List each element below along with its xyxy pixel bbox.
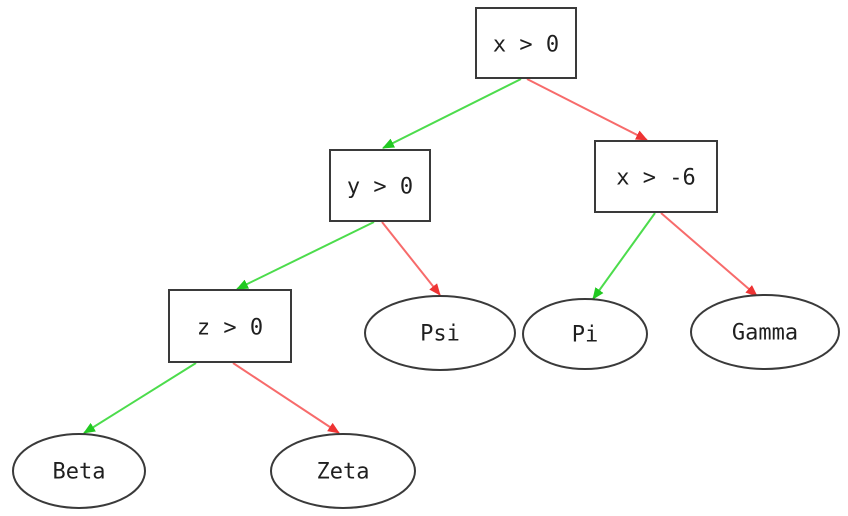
edge-layer xyxy=(83,78,758,434)
node-label: Gamma xyxy=(732,321,798,346)
decision-node-x-gt-neg6: x > -6 xyxy=(594,140,718,213)
leaf-node-pi: Pi xyxy=(522,298,648,370)
node-box xyxy=(475,7,577,79)
node-box xyxy=(594,140,718,213)
leaf-node-psi: Psi xyxy=(364,295,516,371)
edge-y0-to-z0-true xyxy=(236,221,375,290)
node-label: x > 0 xyxy=(493,33,559,58)
edge-root-to-xm6-false xyxy=(526,78,648,141)
node-ellipse xyxy=(690,294,840,370)
node-label: z > 0 xyxy=(197,316,263,341)
node-label: Pi xyxy=(572,323,599,348)
node-label: x > -6 xyxy=(616,166,695,191)
leaf-node-gamma: Gamma xyxy=(690,294,840,370)
edge-z0-to-beta-true xyxy=(83,362,197,434)
node-ellipse xyxy=(364,295,516,371)
decision-node-x-gt-0: x > 0 xyxy=(475,7,577,79)
decision-node-y-gt-0: y > 0 xyxy=(329,149,431,222)
node-box xyxy=(168,289,292,363)
leaf-node-beta: Beta xyxy=(12,433,146,509)
edge-y0-to-psi-false xyxy=(381,221,441,296)
edge-root-to-y0-true xyxy=(382,78,522,149)
decision-node-z-gt-0: z > 0 xyxy=(168,289,292,363)
node-label: Psi xyxy=(420,322,460,347)
edge-xm6-to-pi-true xyxy=(592,212,656,300)
edge-z0-to-zeta-false xyxy=(232,362,340,434)
edge-xm6-to-gamma-false xyxy=(660,212,758,297)
node-ellipse xyxy=(522,298,648,370)
node-label: Zeta xyxy=(317,460,370,485)
node-label: Beta xyxy=(53,460,106,485)
node-box xyxy=(329,149,431,222)
node-label: y > 0 xyxy=(347,175,413,200)
leaf-node-zeta: Zeta xyxy=(270,433,416,509)
node-ellipse xyxy=(12,433,146,509)
node-ellipse xyxy=(270,433,416,509)
